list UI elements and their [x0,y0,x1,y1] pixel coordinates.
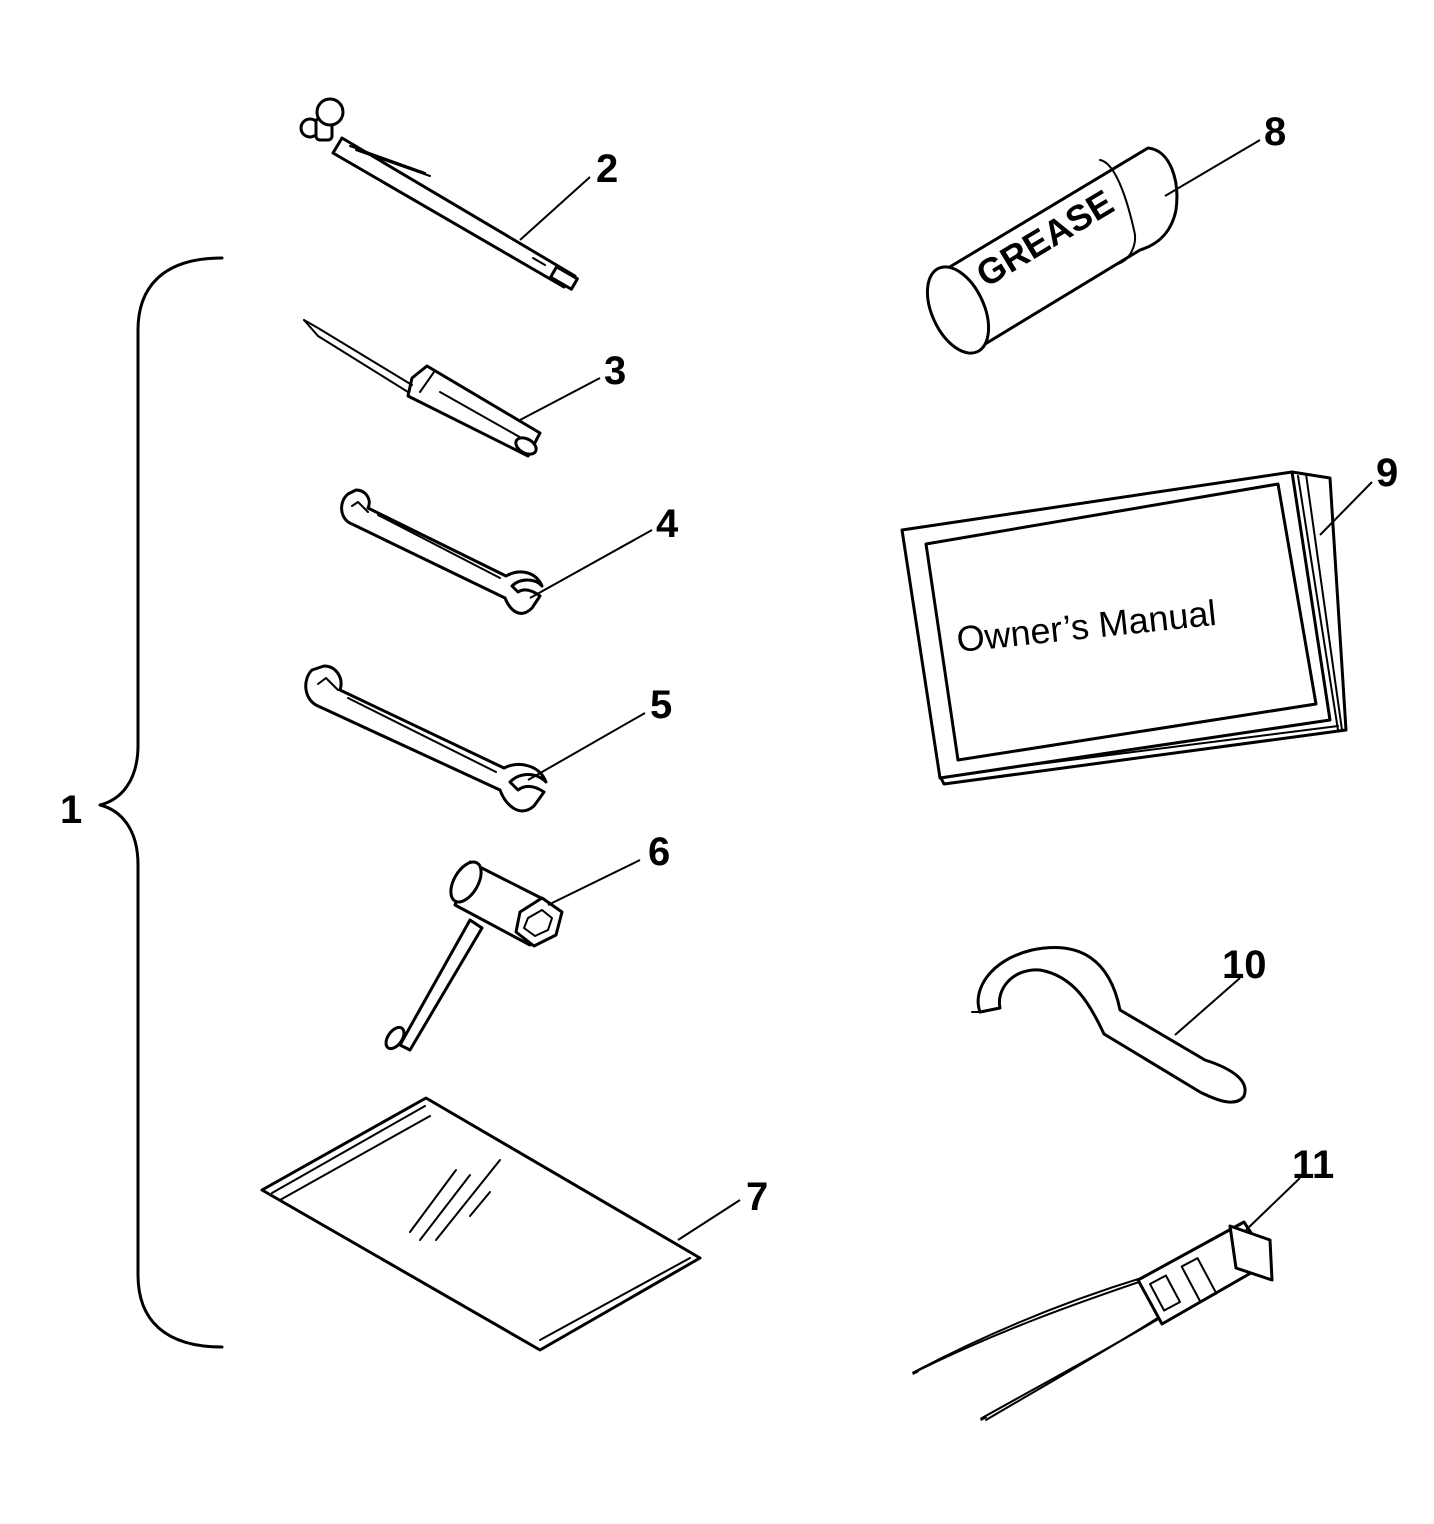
callout-1: 1 [60,788,82,832]
callout-10: 10 [1222,943,1267,987]
wrench-8-10 [340,488,544,615]
spanner-wrench [971,946,1247,1104]
callout-6: 6 [648,830,670,874]
tire-pressure-gauge [299,97,579,291]
connector-wiring [912,1220,1274,1421]
spark-plug-socket [384,860,564,1052]
group-bracket [98,256,224,1349]
owners-manual: Owner’s Manual [900,470,1348,786]
wrench-12-14 [304,664,548,813]
screwdriver [303,319,542,458]
callout-8: 8 [1264,110,1286,154]
callout-3: 3 [604,349,626,393]
leader-lines [519,139,1373,1241]
callout-5: 5 [650,683,672,727]
callout-11: 11 [1292,1143,1334,1187]
callout-7: 7 [746,1175,768,1219]
callout-4: 4 [656,502,679,546]
document-packet [260,1096,702,1352]
callout-9: 9 [1376,451,1398,495]
grease-tube: GREASE [925,146,1179,355]
callout-numbers: 1 2 3 4 5 6 7 8 9 10 11 [60,110,1398,1219]
callout-2: 2 [596,147,618,191]
